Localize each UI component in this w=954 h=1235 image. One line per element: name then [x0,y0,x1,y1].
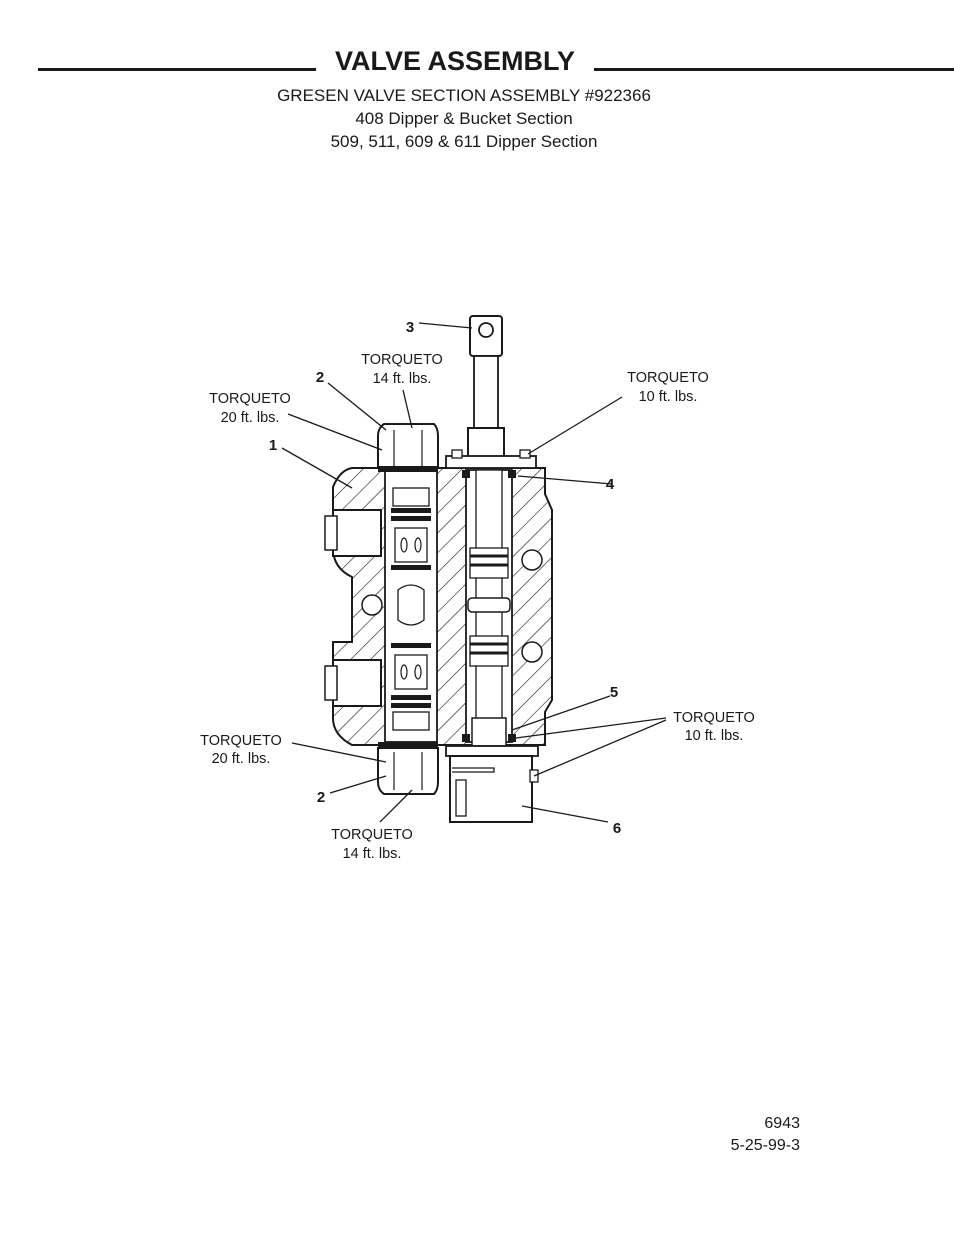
torque-mid-right-value: 10 ft. lbs. [685,728,744,744]
cross-hole-right-upper [521,549,543,571]
callout-3: 3 [406,319,414,336]
callout-2-top: 2 [316,369,324,386]
leader-lines [281,322,667,823]
drawing-number: 6943 [764,1115,800,1132]
left-port-lower [324,659,382,707]
top-plug-nut [377,423,439,472]
callout-1: 1 [269,437,277,454]
left-bore [384,469,438,743]
torque-top-left-value: 20 ft. lbs. [221,410,280,426]
subtitle-line-2: 408 Dipper & Bucket Section [355,109,573,128]
callout-4: 4 [606,476,615,493]
callout-5: 5 [610,684,618,701]
title-rule-left [38,68,316,71]
torque-top-right-label: TORQUETO [627,370,709,386]
torque-top-center-label: TORQUETO [361,352,443,368]
title-rule-right [594,68,954,71]
cross-hole-left [361,594,383,616]
torque-top-center-value: 14 ft. lbs. [373,371,432,387]
bottom-plug-nut [377,742,439,795]
spool-bore [465,469,513,747]
callout-2-bottom: 2 [317,789,325,806]
torque-bottom-center-label: TORQUETO [331,827,413,843]
revision-code: 5-25-99-3 [730,1137,800,1154]
title-row: VALVE ASSEMBLY [0,44,954,88]
torque-top-right-value: 10 ft. lbs. [639,389,698,405]
torque-mid-right-label: TORQUETO [673,710,755,726]
left-port-upper [324,509,382,557]
cross-hole-right-lower [521,641,543,663]
callout-6: 6 [613,820,621,837]
spring-cap [445,734,539,823]
page-title: VALVE ASSEMBLY [334,46,576,76]
subtitle-line-3: 509, 511, 609 & 611 Dipper Section [330,132,598,151]
spool-clevis [467,315,505,469]
seal-plate [445,449,537,478]
torque-bottom-center-value: 14 ft. lbs. [343,846,402,862]
torque-bottom-left-value: 20 ft. lbs. [212,751,271,767]
torque-bottom-left-label: TORQUETO [200,733,282,749]
torque-top-left-label: TORQUETO [209,391,291,407]
subtitle-line-1: GRESEN VALVE SECTION ASSEMBLY #922366 [277,86,651,105]
